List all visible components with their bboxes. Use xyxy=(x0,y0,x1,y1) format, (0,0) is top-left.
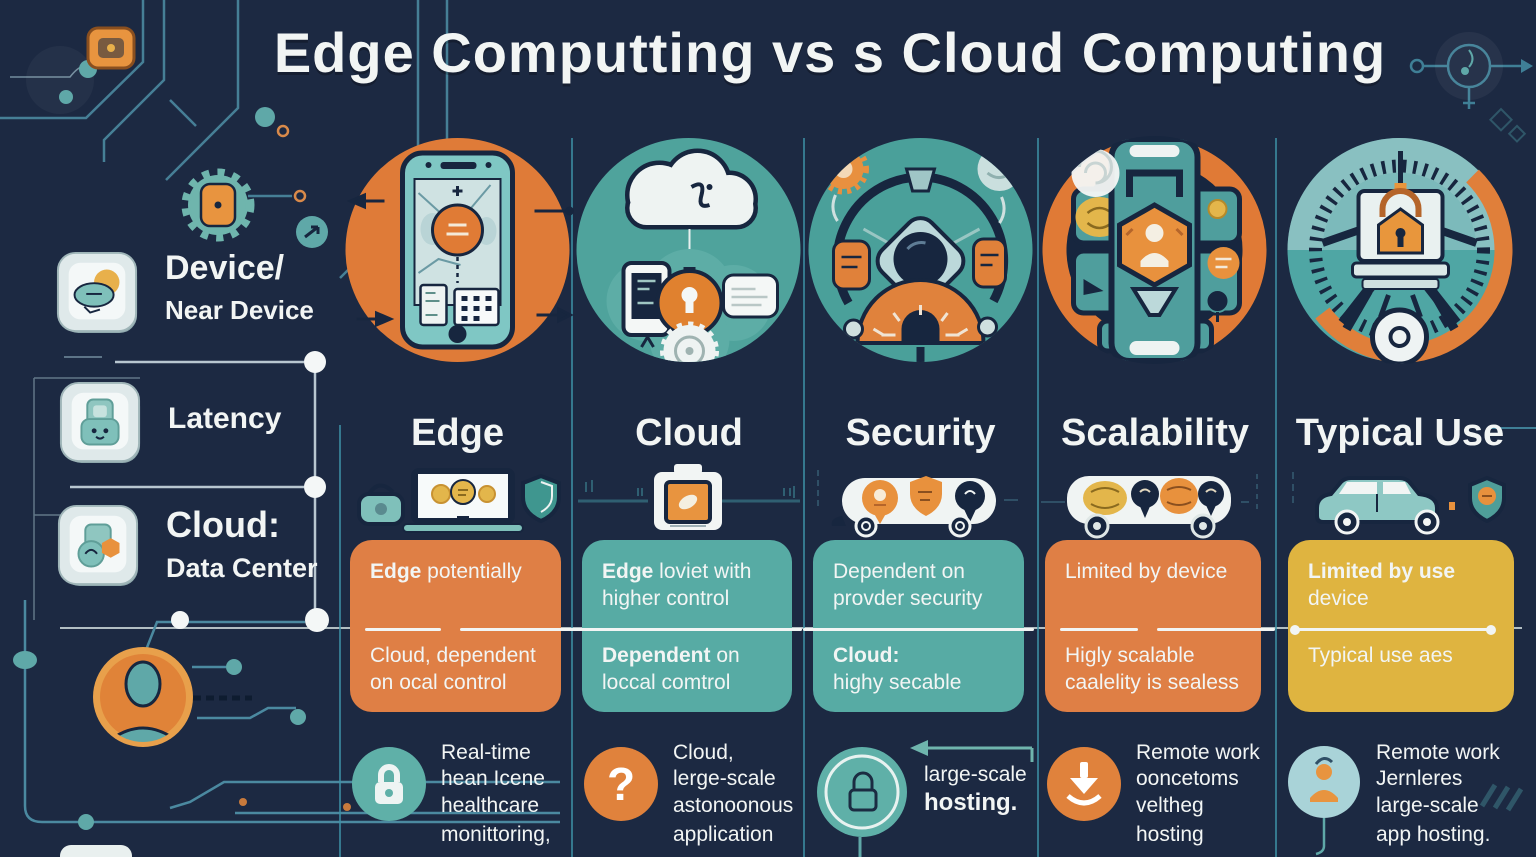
cloud-info-box: Edge loviet with higher control Dependen… xyxy=(572,540,802,712)
edge-footer-text: Real-time hean Icene healthcare monittor… xyxy=(441,741,551,847)
cloud-icon-row xyxy=(578,464,800,530)
column-separator xyxy=(339,425,341,857)
sidebar-label: Latency xyxy=(168,402,282,435)
device-chat-icon xyxy=(56,251,138,334)
left-arrow-icon xyxy=(910,740,1034,762)
column-edge: Edge xyxy=(345,130,575,857)
typical-use-icon-row xyxy=(1292,472,1506,535)
column-separator xyxy=(803,138,805,857)
column-header-edge: Edge xyxy=(411,412,504,454)
device-grid-scaling-illustration xyxy=(1042,136,1267,364)
security-box-top-text: Dependent on provder security xyxy=(833,560,983,611)
edge-box-top-text: Edge potentially xyxy=(370,560,522,583)
camera-bag-icon xyxy=(357,483,405,526)
cloud-footer: ? Cloud, lerge-scale astonoonous applica… xyxy=(579,728,801,850)
security-box-bottom-text: Cloud: highy secable xyxy=(833,644,962,695)
cloud-box-bottom-text: Dependent on loccal comtrol xyxy=(602,644,740,695)
gauge-lock-illustration xyxy=(1287,138,1513,364)
security-icon-row xyxy=(817,470,1018,538)
column-scalability: Scalability xyxy=(1040,130,1275,857)
lock-icon xyxy=(352,747,426,821)
column-header-scalability: Scalability xyxy=(1061,412,1249,454)
security-dial-illustration xyxy=(808,138,1032,362)
security-footer: large-scale hosting. xyxy=(810,728,1034,857)
column-separator xyxy=(571,138,573,857)
edge-footer: Real-time hean Icene healthcare monittor… xyxy=(347,728,570,850)
edge-info-box: Edge potentially Cloud, dependent on oca… xyxy=(350,540,575,712)
column-header-typical-use: Typical Use xyxy=(1295,412,1505,454)
bus-pins-icon xyxy=(1067,476,1231,539)
shield-icon xyxy=(521,473,561,524)
column-header-cloud: Cloud xyxy=(635,412,743,454)
column-header-security: Security xyxy=(845,412,996,454)
column-separator xyxy=(1275,138,1277,857)
security-info-box: Dependent on provder security Cloud: hig… xyxy=(803,540,1034,712)
svg-text:?: ? xyxy=(607,758,635,810)
typical-box-top-text: Limited by use device xyxy=(1308,560,1456,611)
sidebar-item-latency: Latency xyxy=(58,380,281,464)
scalability-icon-row xyxy=(1041,474,1258,539)
box-divider xyxy=(572,628,802,631)
smartphone-map-illustration xyxy=(345,138,574,362)
typical-use-info-box: Limited by use device Typical use aes xyxy=(1288,540,1514,712)
column-security: Security xyxy=(803,130,1034,857)
monitor-orange-screen-icon xyxy=(654,464,722,530)
cloud-box-top-text: Edge loviet with higher control xyxy=(602,560,752,611)
box-divider xyxy=(350,628,575,631)
sidebar-label: Device/ xyxy=(165,249,285,287)
latency-device-icon xyxy=(59,381,141,464)
sidebar-label: Cloud: xyxy=(166,504,280,545)
slashes-decoration xyxy=(1479,783,1524,812)
app-square-icon xyxy=(86,26,136,70)
cloud-devices-illustration xyxy=(576,138,801,362)
bulb-node-icon xyxy=(1409,43,1521,109)
question-person-icon xyxy=(1288,746,1360,856)
box-divider xyxy=(803,628,1034,631)
scalability-box-bottom-text: Higly scalable caalelity is sealess xyxy=(1065,644,1239,695)
gear-chip-icon xyxy=(181,168,255,242)
scalability-footer-text: Remote work ooncetoms veltheg hosting xyxy=(1136,741,1260,847)
sidebar-sublabel: Data Center xyxy=(166,552,318,583)
sidebar-item-cloud-datacenter: Cloud: Data Center xyxy=(56,503,318,587)
typical-box-bottom-text: Typical use aes xyxy=(1308,644,1453,667)
column-separator xyxy=(1037,138,1039,857)
scalability-box-top-text: Limited by device xyxy=(1065,560,1228,583)
page-title: Edge Computting vs s Cloud Computing xyxy=(273,21,1387,84)
shield-badge-icon xyxy=(1468,475,1506,524)
edge-box-bottom-text: Cloud, dependent on ocal control xyxy=(370,644,536,695)
laptop-coins-icon xyxy=(402,468,524,533)
typical-use-footer-text: Remote work Jernleres large-scale app ho… xyxy=(1376,741,1500,847)
person-avatar-icon xyxy=(93,647,193,747)
data-center-icon xyxy=(57,504,139,587)
box-divider xyxy=(1288,625,1514,635)
box-divider xyxy=(1045,628,1275,631)
cloud-footer-text: Cloud, lerge-scale astonoonous applicati… xyxy=(673,741,794,847)
scalability-info-box: Limited by device Higly scalable caaleli… xyxy=(1045,540,1275,712)
sidebar-sublabel: Near Device xyxy=(165,295,314,326)
question-icon: ? xyxy=(584,747,658,821)
security-footer-text: large-scale hosting. xyxy=(924,763,1027,817)
car-icon xyxy=(1315,476,1455,535)
sidebar-item-device: Device/ Near Device xyxy=(55,249,314,334)
scalability-footer: Remote work ooncetoms veltheg hosting xyxy=(1042,728,1270,850)
download-arrow-icon xyxy=(1047,747,1121,821)
edge-icon-row xyxy=(357,468,561,533)
vehicle-pins-shield-icon xyxy=(831,476,996,538)
column-typical-use: Typical Use xyxy=(1280,130,1520,857)
lock-ring-icon xyxy=(817,747,907,857)
typical-use-footer: Remote work Jernleres large-scale app ho… xyxy=(1282,728,1520,856)
column-cloud: Cloud Edge loviet with higher control De… xyxy=(572,130,802,857)
